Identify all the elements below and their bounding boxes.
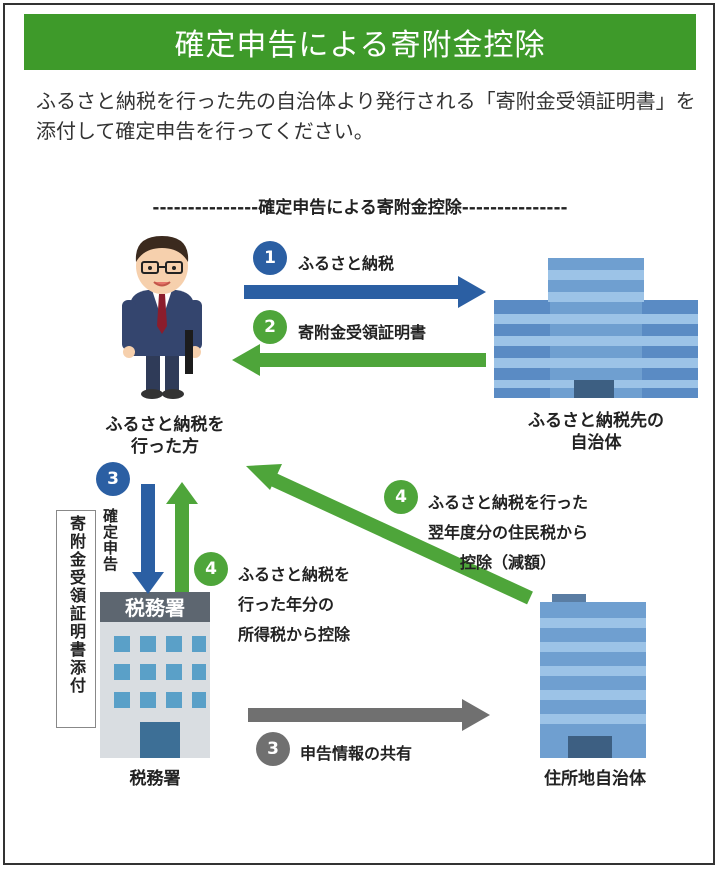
arrow-3-tax-return — [132, 484, 164, 594]
tax-office-label: 税務署 — [129, 769, 181, 789]
flow-4-income-tax-label: ふるさと納税を 行った年分の 所得税から控除 — [238, 565, 351, 644]
residence-city-building — [540, 594, 646, 758]
badge-1: 1 — [253, 241, 287, 275]
furusato-city-building — [494, 258, 698, 398]
flow-3-label: 確定申告 — [101, 508, 119, 572]
arrow-4-income-tax — [166, 482, 198, 592]
residence-city-label: 住所地自治体 — [544, 769, 646, 789]
flow-1-label: ふるさと納税 — [298, 254, 395, 273]
badge-4-income-tax: 4 — [194, 552, 228, 586]
tax-office-building — [100, 592, 210, 758]
badge-3-tax-return: 3 — [96, 462, 130, 496]
diagram-title: ---------------確定申告による寄附金控除-------------… — [152, 198, 568, 218]
person-illustration — [122, 236, 202, 399]
badge-3-info-sharing: 3 — [256, 732, 290, 766]
intro-text: ふるさと納税を行った先の自治体より発行される「寄附金受領証明書」を添付して確定申… — [36, 89, 696, 143]
outer-frame — [3, 3, 715, 865]
attachment-note-box: 寄附金受領証明書添付 — [56, 510, 96, 728]
furusato-city-label: ふるさと納税先の 自治体 — [528, 411, 664, 453]
arrow-2-receipt — [232, 344, 486, 376]
person-label: ふるさと納税を 行った方 — [105, 415, 225, 457]
flow-4-resident-tax-label: ふるさと納税を行った 翌年度分の住民税から 控除（減額） — [428, 493, 589, 572]
flow-3-info-sharing-label: 申告情報の共有 — [300, 744, 413, 763]
badge-2: 2 — [253, 310, 287, 344]
attachment-note: 寄附金受領証明書添付 — [67, 515, 86, 695]
arrow-4-resident-tax — [246, 464, 533, 605]
tax-office-sign: 税務署 — [125, 596, 185, 620]
badge-4-resident-tax: 4 — [384, 480, 418, 514]
flow-2-label: 寄附金受領証明書 — [298, 323, 427, 342]
page-title: 確定申告による寄附金控除 — [24, 14, 696, 70]
arrow-3-info-sharing — [248, 699, 490, 731]
arrow-1-donation — [244, 276, 486, 308]
